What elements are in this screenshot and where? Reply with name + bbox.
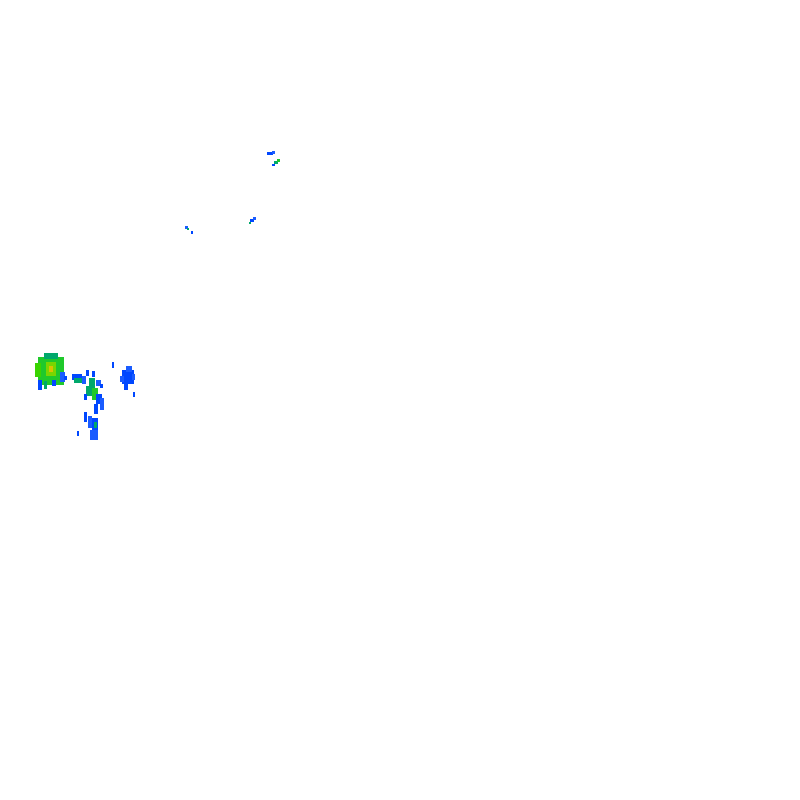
echo-cell (132, 374, 135, 380)
echo-cell (84, 412, 87, 422)
echo-cell (96, 394, 102, 404)
echo-cell (94, 422, 97, 428)
echo-cell (49, 366, 53, 372)
echo-cell (272, 151, 275, 154)
echo-cell (44, 353, 58, 359)
echo-cell (126, 366, 132, 372)
echo-cell (52, 380, 56, 386)
echo-cell (100, 384, 103, 388)
echo-cell (124, 382, 128, 390)
echo-cell (64, 376, 67, 380)
echo-cell (120, 376, 124, 382)
echo-cell (267, 152, 273, 155)
echo-cell (277, 159, 280, 162)
echo-cell (72, 374, 82, 380)
echo-cell (112, 362, 114, 368)
echo-cell (96, 380, 101, 386)
echo-cell (84, 394, 87, 400)
echo-cell (77, 431, 79, 436)
echo-cell (249, 222, 251, 224)
echo-cell (185, 226, 188, 229)
echo-cell (92, 388, 98, 400)
echo-cell (60, 372, 65, 382)
echo-cell (92, 371, 95, 377)
echo-cell (191, 231, 193, 234)
echo-cell (122, 370, 134, 384)
echo-cell (86, 370, 89, 376)
echo-cell (82, 376, 86, 384)
echo-cluster-central (185, 217, 256, 234)
echo-cell (94, 404, 98, 414)
echo-cell (38, 380, 42, 390)
echo-cell (88, 416, 92, 428)
echo-cell (35, 363, 41, 377)
echo-cell (90, 430, 98, 440)
echo-cell (274, 161, 278, 164)
echo-cell (86, 386, 92, 396)
echo-cell (250, 219, 254, 222)
echo-cell (272, 164, 275, 166)
echo-cluster-north (267, 151, 280, 166)
echo-cell (74, 378, 82, 383)
echo-cluster-west (35, 353, 135, 440)
echo-cell (100, 398, 104, 410)
echo-cell (89, 378, 95, 388)
echo-cell (253, 217, 256, 220)
echo-cell (187, 228, 189, 230)
echo-cell (44, 381, 47, 389)
echo-cell (133, 392, 135, 397)
